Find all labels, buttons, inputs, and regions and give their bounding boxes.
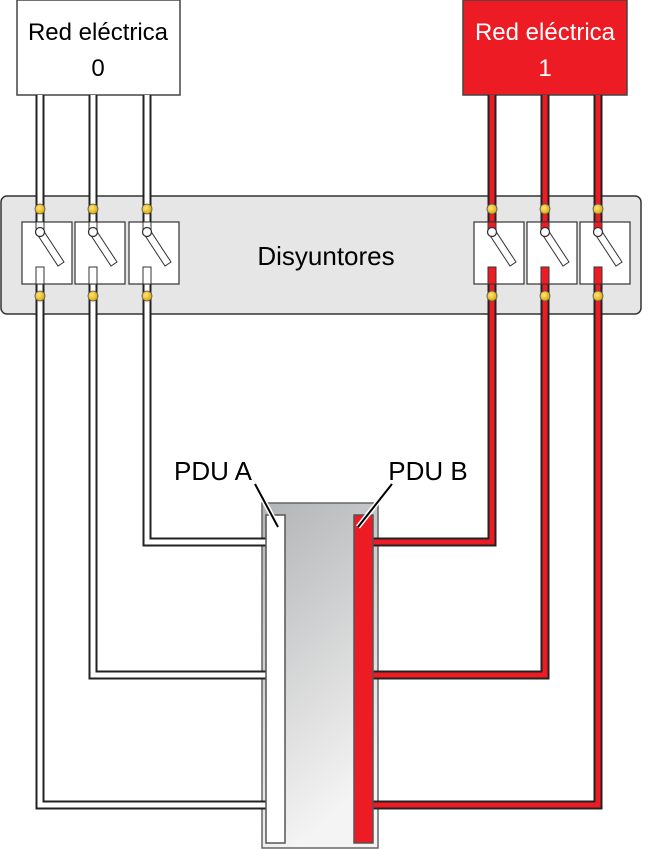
- pivot: [592, 226, 604, 238]
- pivot: [539, 226, 551, 238]
- terminal-top: [592, 203, 604, 215]
- pdu-b-label: PDU B: [388, 456, 467, 486]
- grid-1-number: 1: [538, 55, 551, 82]
- breakers-label: Disyuntores: [257, 241, 394, 271]
- pivot: [87, 226, 99, 238]
- pivot: [34, 226, 46, 238]
- pdu-a-strip: [265, 514, 286, 844]
- breaker-switch[interactable]: [526, 203, 578, 302]
- wire-grid1-1-outline: [371, 95, 550, 680]
- breaker-switch[interactable]: [579, 203, 631, 302]
- grid-1-label: Red eléctrica: [475, 19, 616, 46]
- pdu-b-leader: [357, 483, 393, 528]
- wire-grid1-1: [371, 95, 548, 678]
- terminal-bottom: [141, 290, 153, 302]
- terminal-top: [87, 203, 99, 215]
- wire-grid0-1: [90, 95, 268, 678]
- terminal-top: [539, 203, 551, 215]
- terminal-bottom: [34, 290, 46, 302]
- terminal-top: [34, 203, 46, 215]
- power-grid-1: Red eléctrica 1: [462, 0, 628, 96]
- terminal-top: [486, 203, 498, 215]
- breaker-switch[interactable]: [128, 203, 180, 302]
- breaker-switch[interactable]: [473, 203, 525, 302]
- breaker-switch[interactable]: [74, 203, 126, 302]
- power-grid-0: Red eléctrica 0: [16, 0, 181, 96]
- grid-0-number: 0: [91, 55, 104, 82]
- terminal-bottom: [486, 290, 498, 302]
- wire-grid0-1-outline: [88, 95, 268, 680]
- pivot: [141, 226, 153, 238]
- terminal-bottom: [539, 290, 551, 302]
- grid-0-label: Red eléctrica: [28, 19, 169, 46]
- wire-grid0-0: [37, 95, 268, 808]
- pdu-a-label: PDU A: [174, 456, 253, 486]
- breakers: [21, 203, 631, 302]
- pdu-b-strip: [353, 514, 374, 844]
- breaker-switch[interactable]: [21, 203, 73, 302]
- terminal-bottom: [592, 290, 604, 302]
- terminal-top: [141, 203, 153, 215]
- pdu-a-leader: [254, 483, 279, 528]
- pivot: [486, 226, 498, 238]
- wire-grid1-2: [371, 95, 601, 808]
- terminal-bottom: [87, 290, 99, 302]
